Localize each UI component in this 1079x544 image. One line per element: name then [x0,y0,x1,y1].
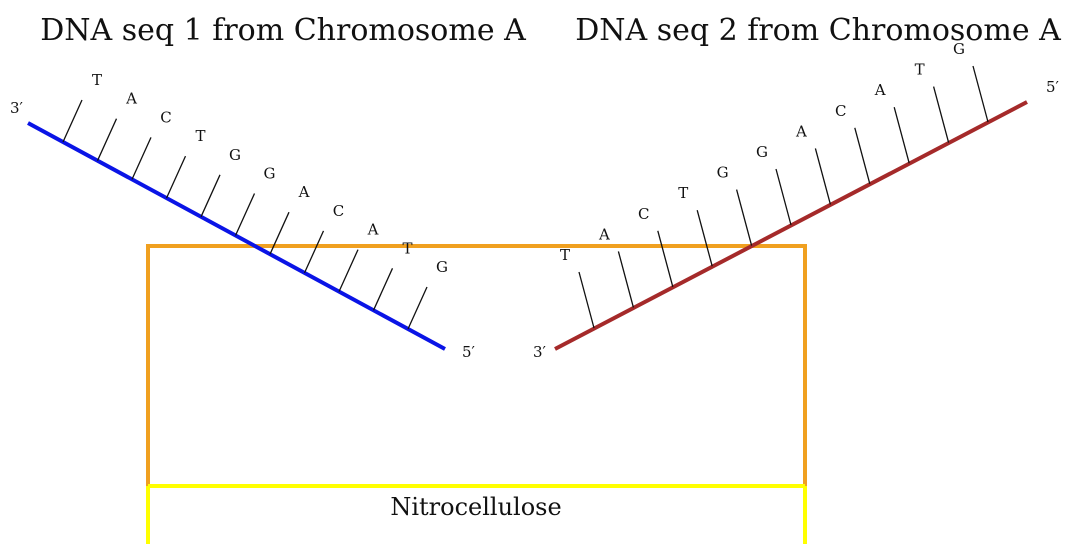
title-seq2: DNA seq 2 from Chromosome A [575,13,1061,48]
membrane-label: Nitrocellulose [390,493,561,521]
strand-1-tick [200,174,221,218]
hybridization-box [146,244,807,488]
strand-1-tick [131,137,152,180]
strand-2-base: A [598,225,610,243]
strand-1-tick [372,268,394,311]
strand-2-base: G [756,143,768,161]
strand-2-tick [932,86,950,143]
strand-1-end-3prime: 3′ [10,99,24,117]
strand-1-base: A [298,183,310,201]
strand-2-base: A [874,81,886,99]
strand-1-base: G [229,146,241,164]
strand-2-base: A [795,122,807,140]
strand-1-ticks [62,99,428,330]
strand-2-bases: T A C T G G A C A T G [560,40,965,264]
strand-2-tick [854,127,871,184]
strand-2-base: C [835,102,846,120]
strand-1-tick [165,155,187,199]
strand-1-base: A [367,221,379,239]
strand-2-tick [775,168,792,226]
strand-2-end-5prime: 5′ [1046,78,1060,96]
strand-1-tick [269,211,290,255]
strand-1-tick [96,118,118,161]
strand-2-ticks [578,65,989,329]
strand-2-base: C [638,205,649,223]
dna-strand-2: T A C T G G A C A T G 3′ 5′ [533,40,1060,361]
strand-2-tick [893,107,910,164]
strand-1-tick [407,286,428,330]
strand-1-base: C [160,108,171,126]
strand-1-end-5prime: 5′ [462,343,476,361]
strand-2-tick [657,230,674,287]
strand-2-base: T [915,61,925,79]
strand-1-tick [303,230,325,274]
strand-1-base: T [195,127,205,145]
strand-2-tick [814,148,832,205]
nitrocellulose-membrane: Nitrocellulose [146,484,807,544]
strand-1-base: G [436,258,448,276]
strand-2-tick [735,189,753,246]
dna-strand-1: T A C T G G A C A T G 3′ 5′ [10,71,476,361]
strand-2-base: G [953,40,965,58]
title-seq1: DNA seq 1 from Chromosome A [40,13,526,48]
strand-1-tick [234,193,256,236]
strand-1-base: C [333,202,344,220]
strand-1-bases: T A C T G G A C A T G [92,71,448,276]
strand-1-base: G [264,165,276,183]
strand-2-tick [696,210,713,267]
strand-1-base: T [92,71,102,89]
strand-2-base: G [717,164,729,182]
strand-2-tick [617,251,635,308]
strand-2-backbone [554,100,1028,351]
strand-2-tick [972,65,989,123]
strand-1-tick [338,249,359,292]
strand-2-end-3prime: 3′ [533,343,547,361]
strand-1-base: T [402,239,412,257]
strand-1-base: A [125,90,137,108]
strand-2-base: T [560,246,570,264]
strand-2-tick [578,271,595,329]
strand-1-tick [62,99,83,143]
strand-2-base: T [678,184,688,202]
